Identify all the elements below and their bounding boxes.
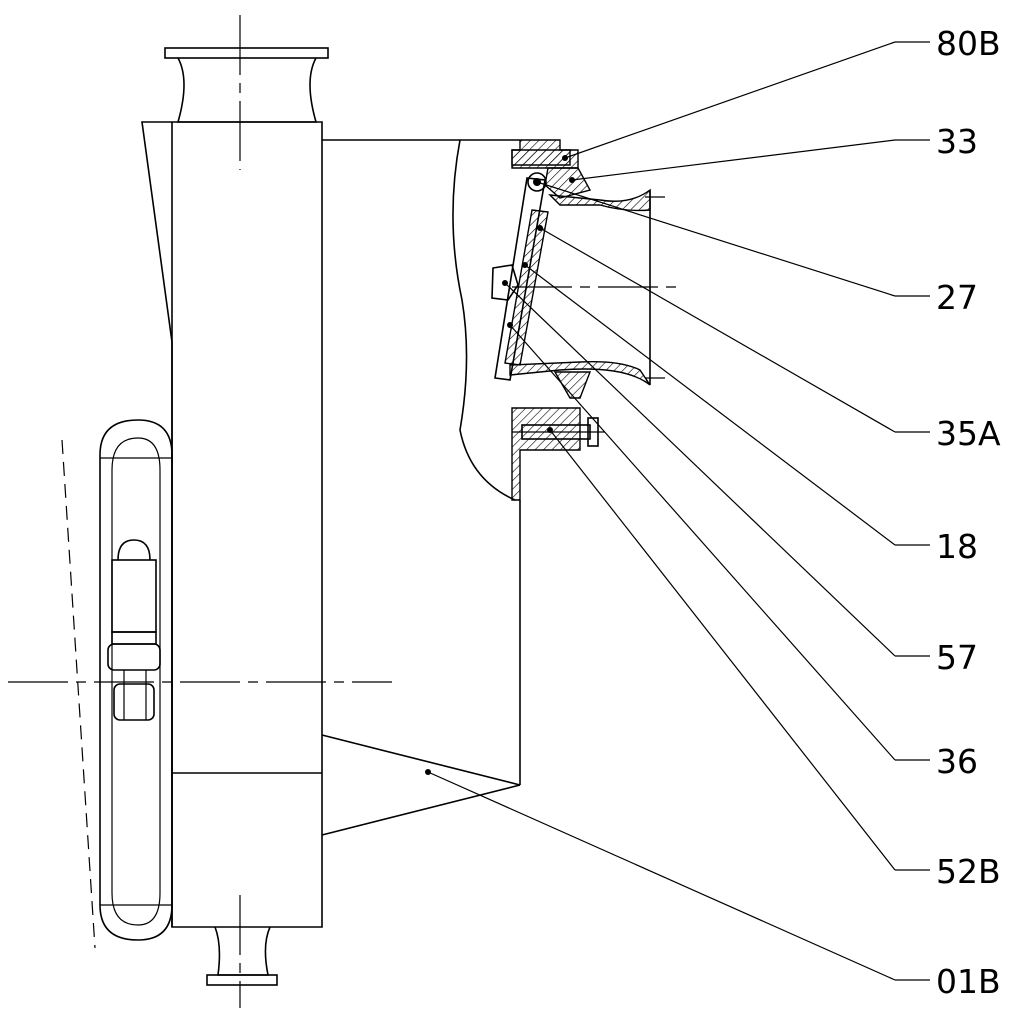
leader-33 (571, 139, 896, 181)
leader-27 (536, 181, 896, 297)
callout-labels: 80B 33 27 35A 18 57 36 52B 01B (936, 24, 1001, 1001)
valve-assembly (460, 139, 680, 501)
main-body (141, 121, 521, 928)
callout-label-36: 36 (936, 742, 978, 781)
leader-dots (425, 155, 575, 775)
leader-36 (509, 324, 896, 761)
leader-80B (564, 41, 896, 159)
callout-label-35A: 35A (936, 414, 1001, 453)
leader-52B (549, 429, 896, 871)
wheel-assembly (61, 419, 173, 949)
leader-35A (539, 227, 896, 433)
callout-label-33: 33 (936, 122, 978, 161)
callout-label-18: 18 (936, 527, 978, 566)
top-inlet-flange (164, 15, 329, 170)
leader-lines (427, 41, 930, 981)
callout-label-27: 27 (936, 278, 978, 317)
callout-label-57: 57 (936, 638, 978, 677)
leader-18 (524, 264, 896, 546)
leader-57 (504, 282, 896, 657)
callout-label-80B: 80B (936, 24, 1001, 63)
bottom-outlet (206, 895, 278, 1008)
callout-label-52B: 52B (936, 852, 1001, 891)
callout-label-01B: 01B (936, 962, 1001, 1001)
leader-01B (427, 771, 896, 981)
